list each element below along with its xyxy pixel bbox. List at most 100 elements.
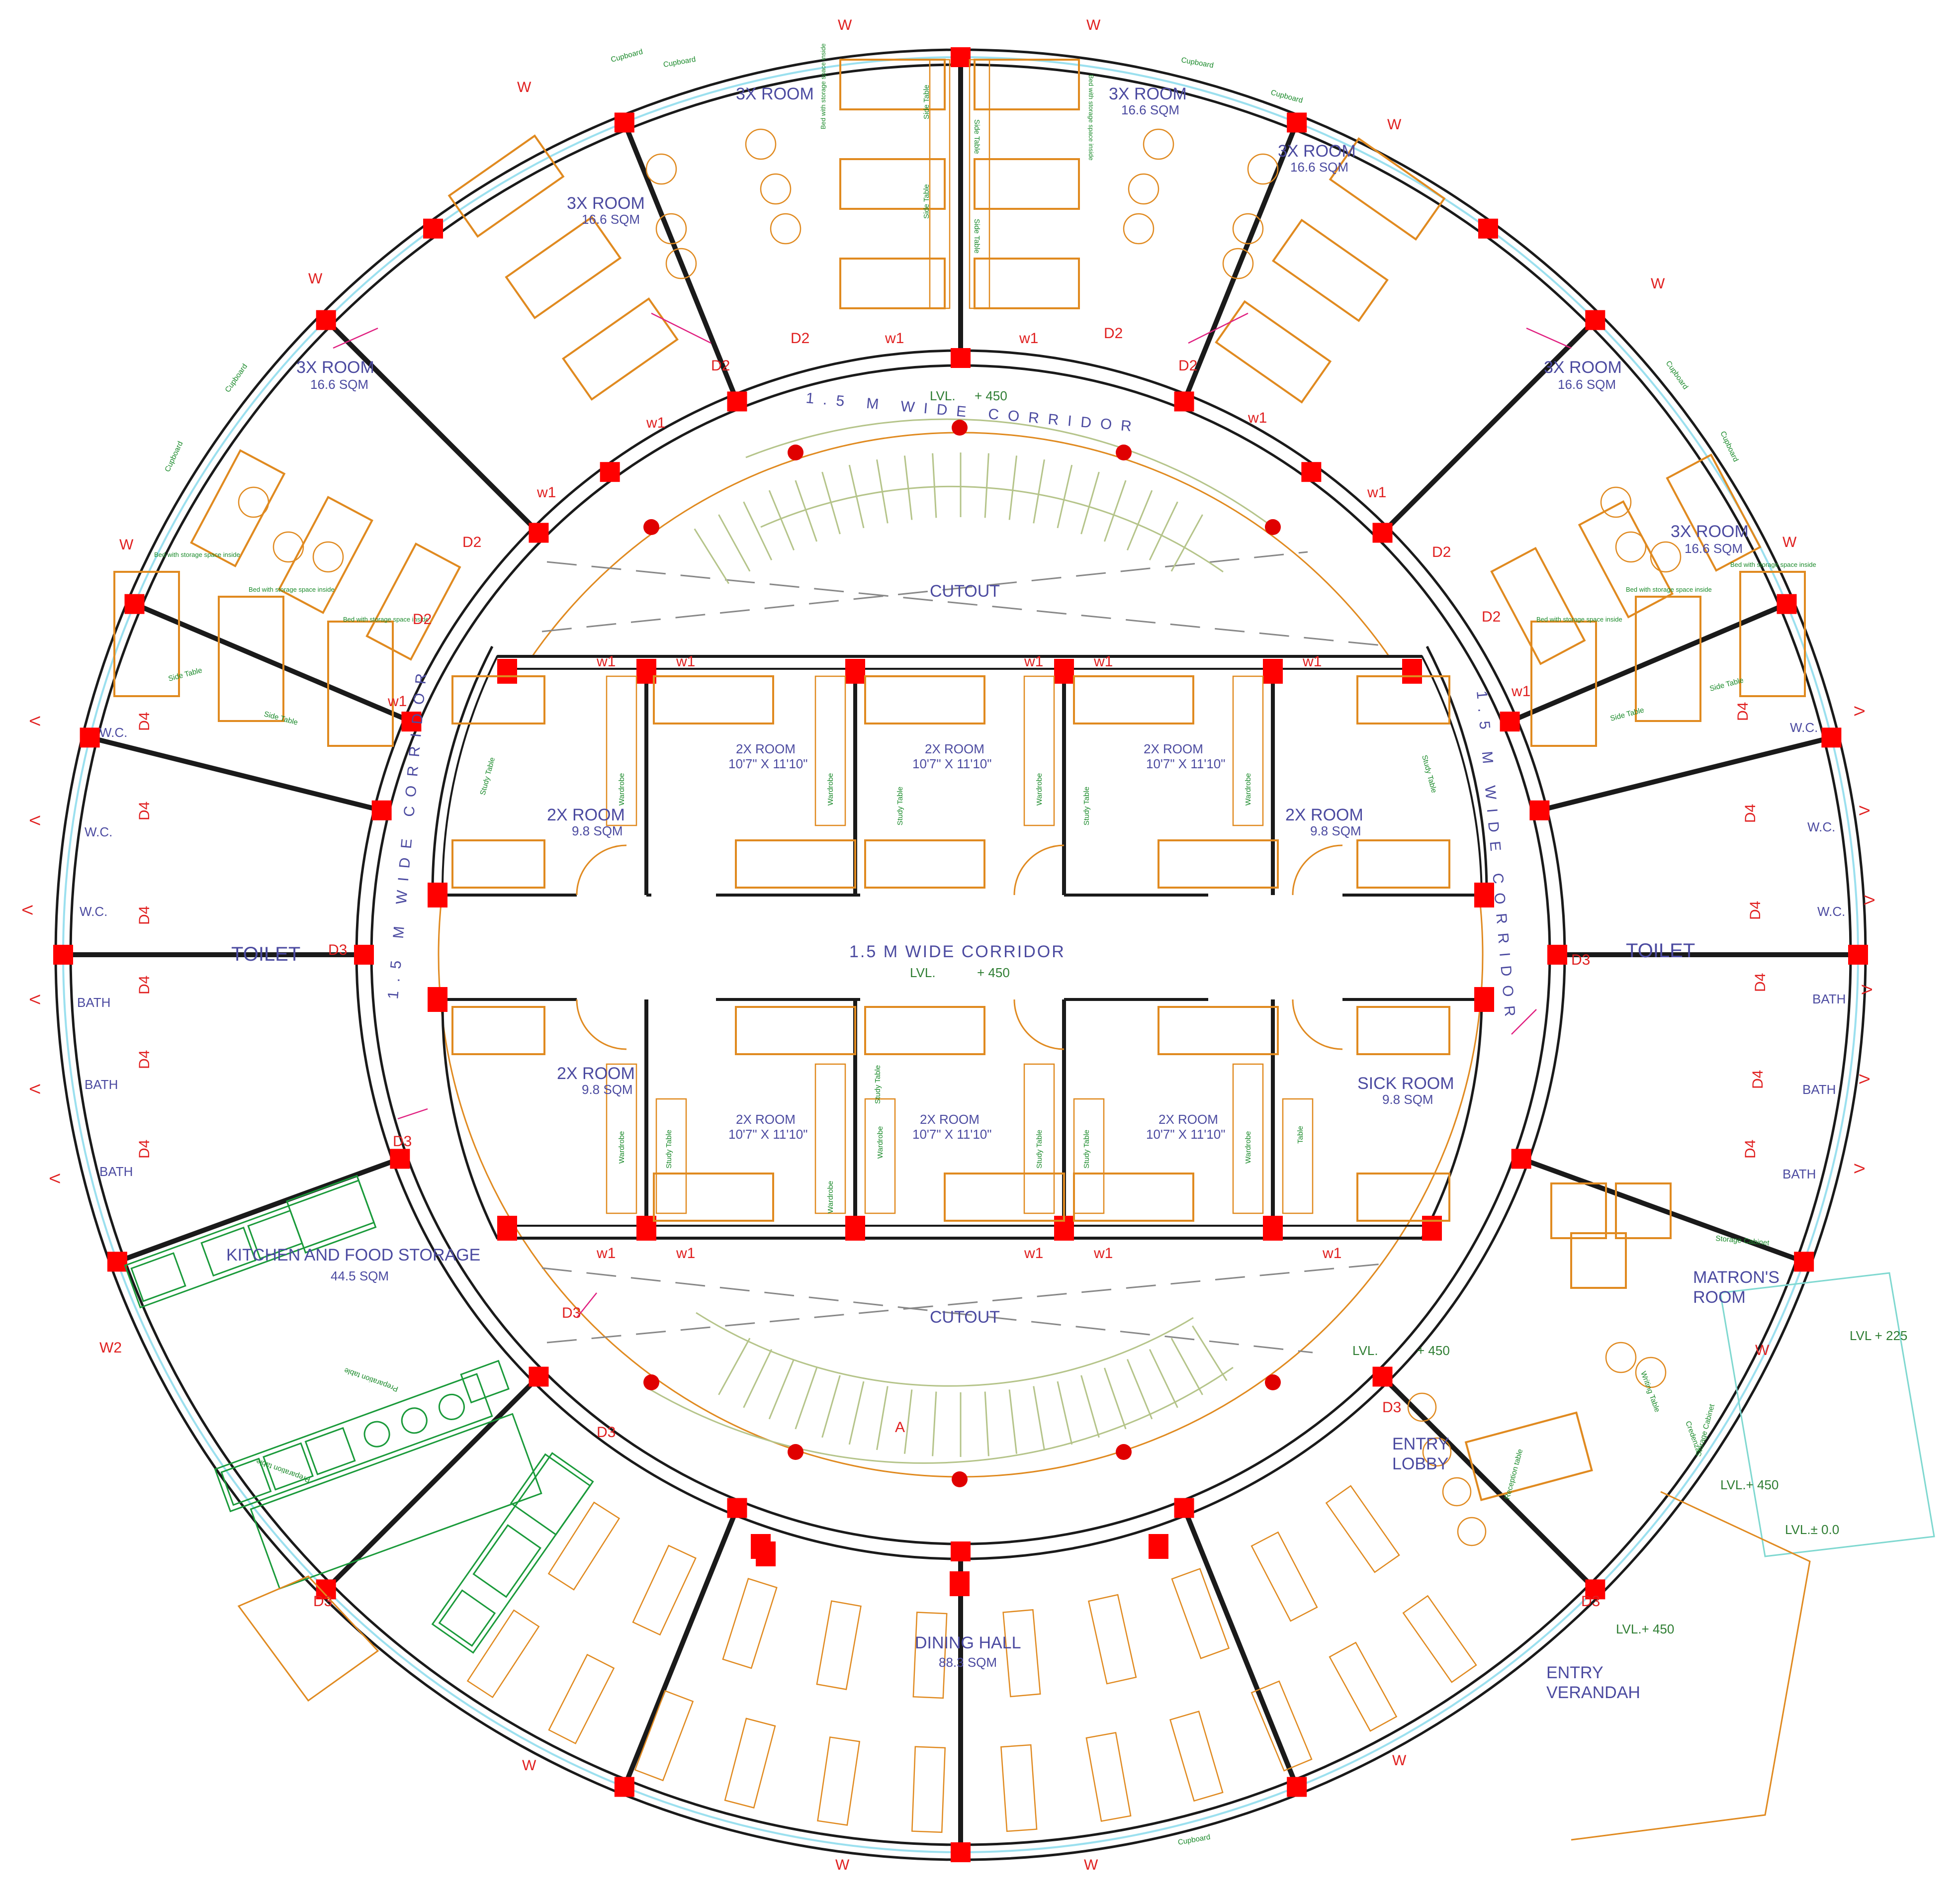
kitchen-label: KITCHEN AND FOOD STORAGE xyxy=(226,1246,480,1265)
stair-tread xyxy=(1170,1338,1203,1395)
tag-label: W xyxy=(119,537,134,553)
stair-upper xyxy=(694,418,1273,584)
tag-label: D2 xyxy=(1178,358,1197,374)
column xyxy=(845,1216,865,1241)
study-table-label: Study Table xyxy=(896,787,904,825)
side-table-label: Side Table xyxy=(168,666,203,683)
stair-tread xyxy=(1149,501,1178,561)
side-table-label: Side Table xyxy=(922,85,931,119)
column xyxy=(1821,727,1842,748)
cupboard-label: Cupboard xyxy=(1177,1833,1211,1847)
dining-table xyxy=(548,1653,615,1744)
column xyxy=(80,727,100,748)
cutout-label-lower: CUTOUT xyxy=(930,1308,1000,1327)
column xyxy=(529,523,549,543)
radial-wall xyxy=(116,1156,401,1265)
stair-tread xyxy=(903,1389,913,1454)
room-dims: 10'7" X 11'10" xyxy=(912,756,991,771)
tag-label: A xyxy=(895,1419,905,1436)
dining-table xyxy=(1088,1594,1137,1685)
column xyxy=(1777,594,1797,614)
bed-label: Bed with storage space inside xyxy=(1536,616,1622,623)
column xyxy=(1287,1777,1307,1797)
tag-label: D4 xyxy=(1752,973,1769,992)
corridor-label-middle: 1.5 M WIDE CORRIDOR xyxy=(849,942,1066,961)
tag-label: V xyxy=(26,815,43,825)
column xyxy=(423,218,444,239)
column-round xyxy=(788,445,803,460)
stair-tread xyxy=(848,1381,865,1445)
tag-label: D4 xyxy=(136,802,153,820)
stair-tread xyxy=(1057,1381,1073,1445)
dining-label: DINING HALL xyxy=(915,1633,1021,1652)
tag-label: V xyxy=(1862,895,1878,905)
column xyxy=(354,945,374,965)
kitchen-area: 44.5 SQM xyxy=(331,1268,389,1283)
dining-table xyxy=(1171,1568,1230,1659)
wc-label: W.C. xyxy=(1790,720,1818,735)
wardrobe-label: Wardrobe xyxy=(1244,1131,1252,1164)
labels: 3X ROOM 3X ROOM 16.6 SQM 3X ROOM 16.6 SQ… xyxy=(77,43,1907,1847)
study-table-label: Study Table xyxy=(1082,1130,1091,1169)
level-label: LVL.+ 450 xyxy=(1616,1622,1674,1636)
toilet-label-left: TOILET xyxy=(231,943,300,965)
column-round xyxy=(1116,445,1132,460)
dining-table xyxy=(912,1612,948,1699)
column-round xyxy=(1116,1444,1132,1460)
room-label: 2X ROOM xyxy=(1158,1112,1218,1127)
column xyxy=(1174,1498,1194,1518)
tag-label: w1 xyxy=(646,415,665,431)
room-label: 3X ROOM xyxy=(1109,85,1187,103)
room-area: 16.6 SQM xyxy=(1558,377,1616,392)
room-area: 16.6 SQM xyxy=(310,377,368,392)
column-round xyxy=(952,1471,968,1487)
tag-label: V xyxy=(1857,1074,1873,1084)
bath-label: BATH xyxy=(99,1164,133,1179)
cupboard-label: Cupboard xyxy=(663,55,697,69)
column xyxy=(1422,1216,1442,1241)
room-label: 3X ROOM xyxy=(1544,358,1622,377)
column xyxy=(497,1216,517,1241)
column-round xyxy=(952,420,968,436)
bed-label: Bed with storage space inside xyxy=(1626,586,1712,593)
dining-table xyxy=(632,1544,697,1636)
bath-label: BATH xyxy=(1812,992,1846,1006)
column xyxy=(1372,1366,1393,1387)
column xyxy=(428,883,447,907)
prep-table-label: Preparation table xyxy=(343,1366,399,1393)
wardrobe-label: Wardrobe xyxy=(876,1126,885,1159)
cupboard-label: Cupboard xyxy=(1180,56,1214,70)
study-table-label: Study Table xyxy=(665,1130,673,1169)
entry-verandah-label: ENTRY xyxy=(1546,1663,1604,1682)
column xyxy=(1478,218,1498,239)
writing-table-label: Writing Table xyxy=(1639,1370,1661,1414)
tag-label: D3 xyxy=(1382,1399,1401,1416)
dining-tables xyxy=(466,1485,1477,1833)
column xyxy=(1500,712,1520,732)
tag-label: W xyxy=(1086,17,1101,33)
corridor-level-value: + 450 xyxy=(975,388,1007,403)
room-label: 3X ROOM xyxy=(1671,522,1749,541)
column xyxy=(727,391,747,412)
dining-table xyxy=(1169,1711,1224,1802)
wc-label: W.C. xyxy=(1807,819,1835,834)
bath-label: BATH xyxy=(77,995,110,1010)
bath-label: BATH xyxy=(85,1077,118,1092)
cupboard-label: Cupboard xyxy=(1270,88,1304,104)
matron-entry xyxy=(237,1182,1935,1841)
tag-label: D3 xyxy=(393,1133,412,1150)
tag-label: w1 xyxy=(676,1245,695,1262)
side-table-label: Side Table xyxy=(922,184,931,219)
sick-room-label: SICK ROOM xyxy=(1357,1074,1454,1093)
bed-label: Bed with storage space inside xyxy=(154,551,240,558)
radial-wall xyxy=(324,1374,541,1591)
stair-tread xyxy=(1008,455,1018,520)
tag-label: W xyxy=(1755,1342,1770,1358)
radial-wall xyxy=(622,121,740,403)
room-label: 2X ROOM xyxy=(1144,741,1203,756)
tag-label: w1 xyxy=(1019,330,1038,347)
tag-label: w1 xyxy=(1511,683,1530,700)
column xyxy=(1263,659,1283,684)
column xyxy=(401,712,422,732)
tag-label: W2 xyxy=(99,1340,122,1356)
